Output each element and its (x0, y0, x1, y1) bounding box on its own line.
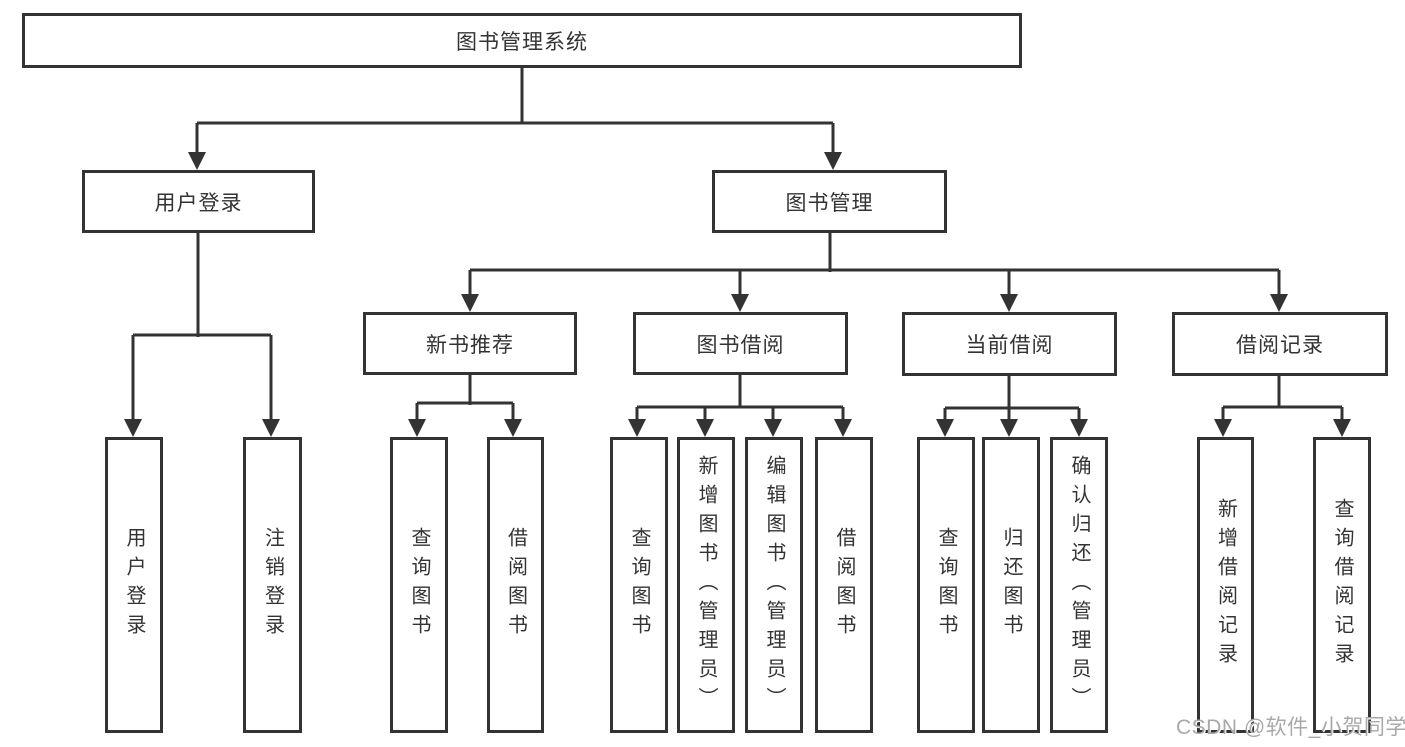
edge-root-to-level2 (188, 68, 842, 170)
edge-new-book-to-leaves (408, 375, 522, 437)
leaf-logout: 注销登录 (243, 437, 302, 733)
node-new-book-recommend: 新书推荐 (363, 312, 577, 375)
leaf-query-book-current: 查询图书 (917, 437, 975, 733)
node-book-borrowing: 图书借阅 (633, 312, 848, 375)
leaf-edit-book-admin: 编辑图书（管理员） (745, 437, 803, 733)
leaf-borrow-book: 借阅图书 (815, 437, 873, 733)
edge-book-mgmt-to-level3 (461, 233, 1288, 312)
node-current-borrowing: 当前借阅 (902, 312, 1117, 376)
leaf-query-book-borrow: 查询图书 (610, 437, 668, 733)
leaf-query-book-recommend: 查询图书 (390, 437, 448, 733)
leaf-query-borrow-record: 查询借阅记录 (1313, 437, 1371, 733)
leaf-confirm-return-admin: 确认归还（管理员） (1050, 437, 1108, 733)
leaf-add-book-admin: 新增图书（管理员） (677, 437, 735, 733)
edge-book-borrow-to-leaves (628, 374, 852, 437)
node-borrowing-records: 借阅记录 (1172, 312, 1388, 376)
node-user-login: 用户登录 (82, 170, 315, 233)
edge-user-login-to-leaves (124, 233, 280, 437)
edge-cur-borrow-to-leaves (936, 376, 1088, 437)
node-book-management: 图书管理 (712, 170, 947, 233)
leaf-add-borrow-record: 新增借阅记录 (1197, 437, 1254, 733)
leaf-return-book: 归还图书 (982, 437, 1040, 733)
edge-borrow-rec-to-leaves (1214, 376, 1351, 437)
leaf-borrow-book-recommend: 借阅图书 (487, 437, 544, 733)
leaf-user-login: 用户登录 (105, 437, 163, 733)
node-system-root: 图书管理系统 (22, 13, 1022, 68)
csdn-watermark: CSDN @软件_小贺同学 (1176, 716, 1405, 739)
